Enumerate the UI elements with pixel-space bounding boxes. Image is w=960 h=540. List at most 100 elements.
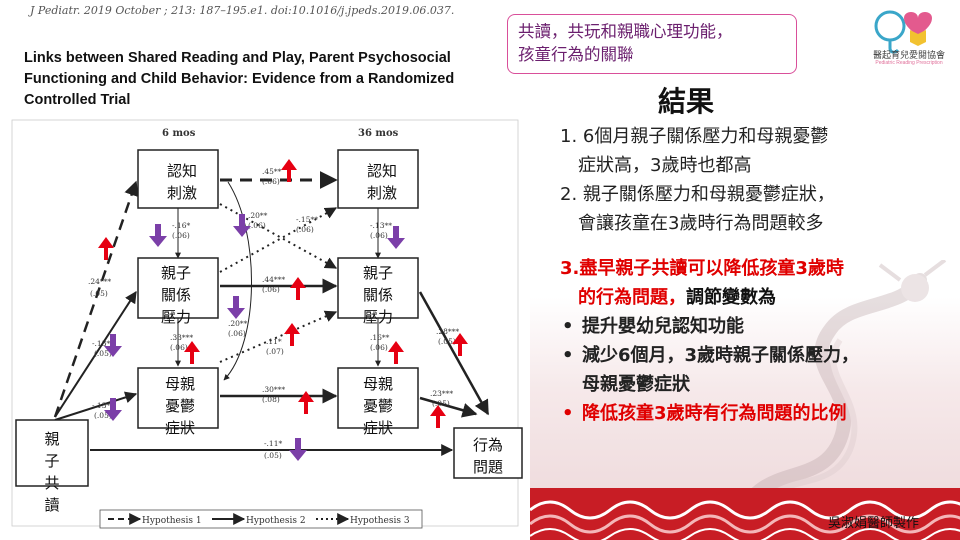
node-dep6-line-1: 母親	[165, 375, 195, 393]
coef-c8-se: (.05)	[94, 349, 112, 358]
results-title: 結果	[658, 85, 715, 118]
coef-c14: -.13*	[92, 401, 110, 410]
coef-c2-se: (.06)	[172, 231, 190, 240]
coef-c5: .20**	[248, 211, 268, 220]
node-shared-reading	[15, 419, 89, 487]
coef-c12: .16**	[370, 333, 390, 342]
node-dep36	[337, 367, 419, 429]
result-item-2-line-1: 2. 親子關係壓力和母親憂鬱症狀，	[560, 184, 835, 205]
bullet-1: 提升嬰幼兒認知功能	[560, 312, 952, 341]
node-behavior-line-2: 問題	[473, 458, 503, 476]
result-item-1-line-2: 症狀高，3歲時也都高	[578, 155, 752, 176]
node-dep6	[137, 367, 219, 429]
node-cog6	[137, 149, 219, 209]
node-dep36-line-3: 症狀	[363, 419, 393, 437]
node-stress6-line-2: 關係	[161, 286, 191, 304]
coef-c17: -.11*	[264, 439, 282, 448]
coef-c6: .24***	[88, 277, 111, 286]
edge-shared-dep6	[54, 391, 138, 421]
coef-c17-se: (.05)	[264, 451, 282, 460]
legend-h1-label: Hypothesis 1	[142, 516, 202, 526]
coef-c9-se: (.06)	[170, 343, 188, 352]
up-arrow-icon	[184, 341, 200, 364]
up-arrow-icon	[298, 391, 314, 414]
node-dep36-line-1: 母親	[363, 375, 393, 393]
up-arrow-icon	[284, 323, 300, 346]
bullet-2-line-2: 母親憂鬱症狀	[582, 374, 690, 395]
callout-line-2: 孩童行為的關聯	[518, 45, 634, 64]
logo-subtitle: Pediatric Reading Prescription	[875, 60, 943, 66]
coef-c5-se: (.06)	[248, 221, 266, 230]
col-label-36mos: 36 mos	[358, 128, 399, 139]
node-behavior-line-1: 行為	[473, 436, 503, 454]
coef-c14-se: (.05)	[94, 411, 112, 420]
up-arrow-icon	[281, 159, 297, 182]
node-behavior	[453, 427, 523, 479]
bullet-2-line-1: 減少6個月，3歲時親子關係壓力，	[560, 341, 952, 370]
node-stress6-line-1: 親子	[161, 264, 191, 282]
effect-arrows	[98, 159, 468, 461]
coef-c12-se: (.06)	[370, 343, 388, 352]
up-arrow-icon	[430, 405, 446, 428]
coef-c15: .30***	[262, 385, 285, 394]
coef-c9: .33***	[170, 333, 193, 342]
node-stress36-line-1: 親子	[363, 264, 393, 282]
coef-c16: .23***	[430, 389, 453, 398]
result-item-2-line-2: 會讓孩童在3歲時行為問題較多	[578, 213, 824, 234]
coef-c7-se: (.06)	[262, 285, 280, 294]
node-stress6-line-3: 壓力	[161, 308, 191, 326]
col-label-6mos: 6 mos	[162, 128, 196, 139]
down-arrow-icon	[104, 334, 122, 357]
result-item-1-line-1: 1. 6個月親子關係壓力和母親憂鬱	[560, 126, 829, 147]
up-arrow-icon	[388, 341, 404, 364]
edge-shared-cog6	[53, 180, 139, 418]
paper-title: Links between Shared Reading and Play, P…	[24, 50, 455, 108]
down-arrow-icon	[387, 226, 405, 249]
bullet-3: 降低孩童3歲時有行為問題的比例	[560, 399, 952, 428]
coef-c1: .45**	[262, 167, 282, 176]
up-arrow-icon	[452, 333, 468, 356]
topic-callout: 共讀，共玩和親職心理功能， 孩童行為的關聯	[507, 14, 797, 74]
citation: J Pediatr. 2019 October ; 213: 187–195.e…	[30, 4, 455, 17]
down-arrow-icon	[104, 398, 122, 421]
coef-c7: .44***	[262, 275, 285, 284]
results-list: 1. 6個月親子關係壓力和母親憂鬱 症狀高，3歲時也都高 2. 親子關係壓力和母…	[560, 122, 952, 428]
result-item-3-black: 調節變數為	[686, 287, 776, 308]
coef-c16-se: (.05)	[432, 399, 450, 408]
node-stress36	[337, 257, 419, 319]
coef-c3-se: (.06)	[296, 225, 314, 234]
coef-c11-se: (.07)	[266, 347, 284, 356]
node-shared-line-1: 親	[44, 430, 59, 448]
legend-h3-label: Hypothesis 3	[350, 516, 410, 526]
node-dep6-line-2: 憂鬱	[165, 397, 195, 415]
down-arrow-icon	[227, 296, 245, 319]
coef-c13-se: (.05)	[438, 337, 456, 346]
edge-stress6-cog36	[219, 207, 338, 273]
coef-c1-se: (.06)	[262, 177, 280, 186]
down-arrow-icon	[233, 214, 251, 237]
result-item-3-line-1: 3.盡早親子共讀可以降低孩童3歲時	[560, 258, 844, 279]
callout-line-1: 共讀，共玩和親職心理功能，	[518, 22, 733, 41]
wave-pattern	[530, 488, 960, 540]
node-shared-line-2: 子	[44, 452, 59, 470]
background-gradient	[530, 0, 960, 540]
result-item-3-red: 的行為問題，	[578, 287, 686, 308]
down-arrow-icon	[289, 438, 307, 461]
node-dep6-line-3: 症狀	[165, 419, 195, 437]
path-diagram: 6 mos 36 mos .45** (.06) -.16*	[0, 112, 530, 540]
node-cog36	[337, 149, 419, 209]
coef-c10: .20**	[228, 319, 248, 328]
edge-dep36-behavior	[419, 396, 478, 418]
coef-c15-se: (.08)	[262, 395, 280, 404]
node-stress36-line-3: 壓力	[363, 308, 393, 326]
association-logo-icon	[874, 10, 932, 54]
edge-stress36-behavior	[418, 291, 490, 416]
edge-cog6-dep6	[223, 181, 252, 381]
node-shared-line-4: 讀	[44, 496, 59, 514]
node-stress36-line-2: 關係	[363, 286, 393, 304]
logo-name: 醫起育兒愛閱協會	[872, 51, 945, 61]
coef-c11: .11*	[266, 337, 282, 346]
coef-c4-se: (.06)	[370, 231, 388, 240]
node-cog36-line-2: 刺激	[367, 184, 397, 202]
